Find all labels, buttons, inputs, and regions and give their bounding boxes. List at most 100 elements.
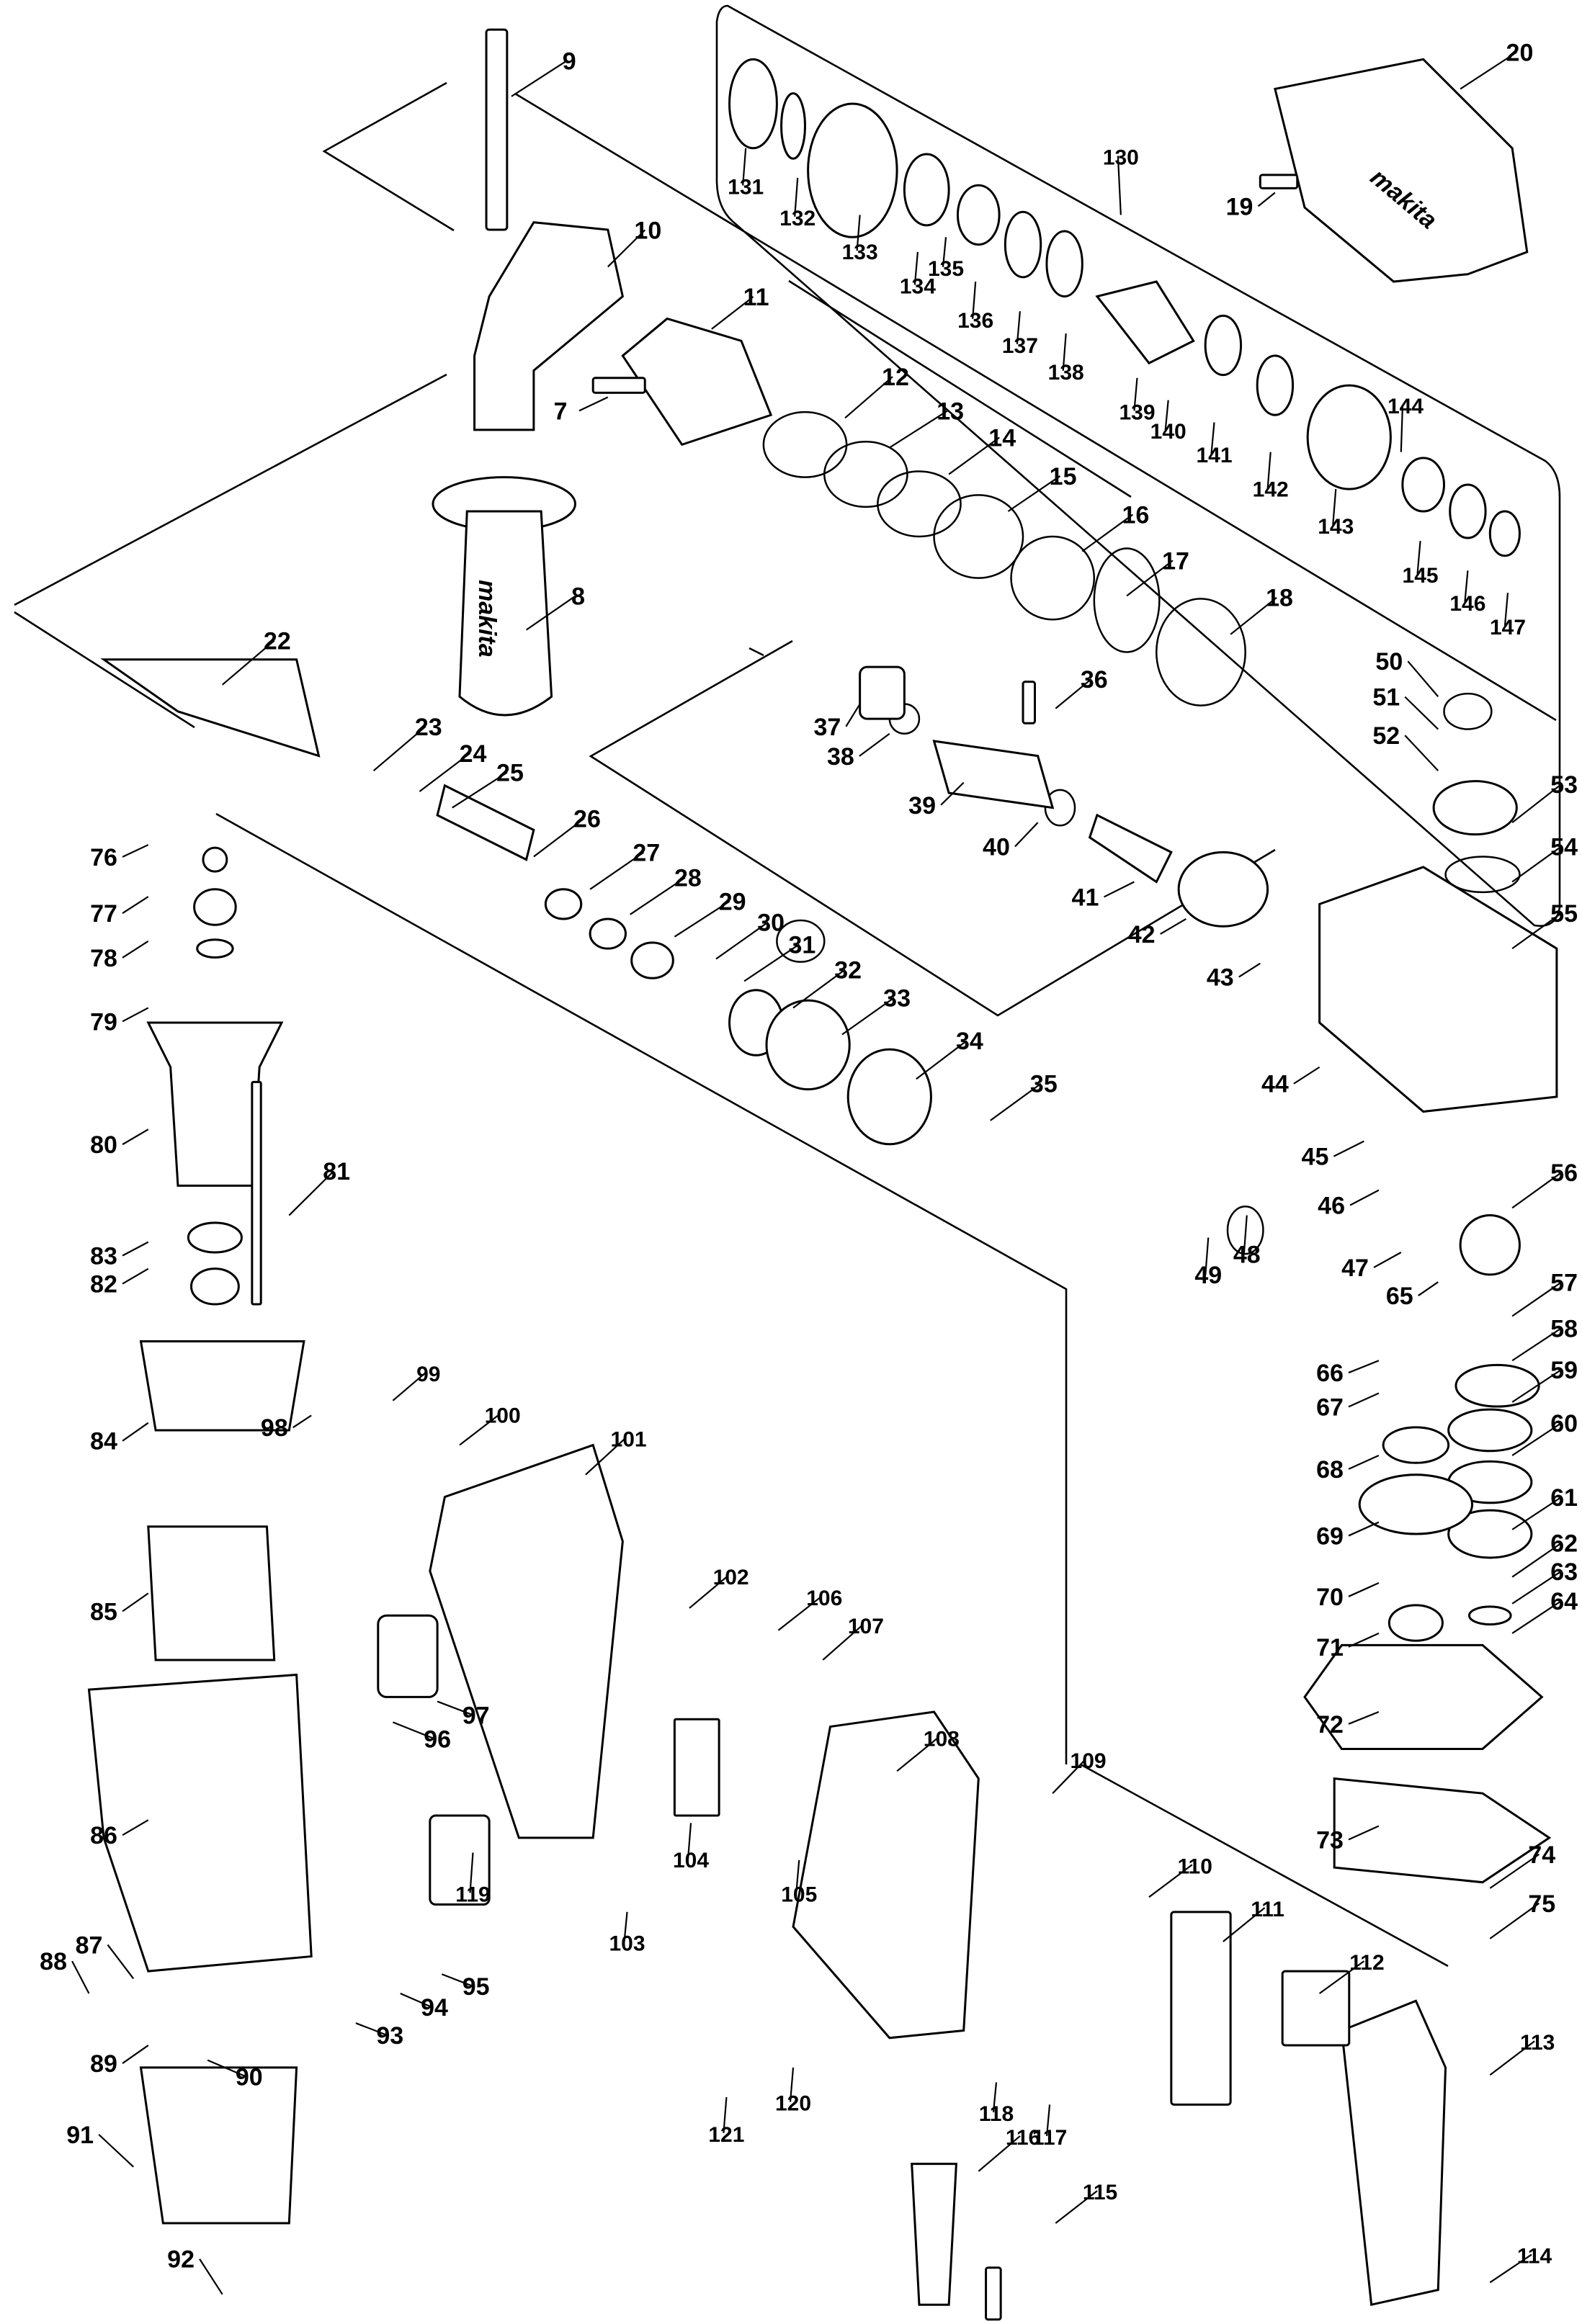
leader-line-96 [392, 1721, 435, 1740]
leader-line-130 [1117, 156, 1122, 215]
leader-line-97 [437, 1700, 474, 1716]
leader-line-42 [1160, 918, 1186, 935]
gear-stack-shape-5 [1467, 1605, 1512, 1626]
part-label-19: 19 [1226, 193, 1253, 220]
part-label-95: 95 [462, 1973, 490, 2001]
leader-line-35 [990, 1082, 1042, 1121]
part-label-101: 101 [611, 1428, 647, 1452]
leader-line-24 [419, 752, 471, 792]
part-label-103: 103 [609, 1932, 645, 1955]
bearing-77-shape [193, 888, 237, 926]
leader-line-37 [845, 703, 861, 727]
part-label-145: 145 [1403, 564, 1439, 588]
leader-line-104 [687, 1823, 692, 1859]
part-label-34: 34 [956, 1028, 983, 1055]
part-label-64: 64 [1550, 1588, 1578, 1615]
leader-line-13 [889, 410, 948, 449]
part-label-48: 48 [1233, 1241, 1261, 1268]
part-label-42: 42 [1128, 921, 1156, 948]
part-label-87: 87 [76, 1932, 103, 1959]
part-label-117: 117 [1032, 2126, 1067, 2150]
leader-line-85 [122, 1592, 149, 1612]
leader-line-11 [711, 296, 754, 330]
leader-line-102 [689, 1575, 729, 1609]
part-label-74: 74 [1528, 1841, 1555, 1869]
part-label-110: 110 [1178, 1854, 1212, 1878]
part-label-73: 73 [1316, 1826, 1344, 1854]
part-label-113: 113 [1520, 2031, 1555, 2055]
part-label-72: 72 [1316, 1711, 1344, 1738]
part-label-76: 76 [90, 844, 117, 871]
part-label-23: 23 [415, 714, 442, 741]
subassembly-part-shape-0 [728, 58, 778, 150]
leader-lines [71, 51, 1562, 2295]
leader-line-18 [1230, 596, 1277, 635]
part-label-137: 137 [1002, 334, 1038, 358]
leader-line-143 [1332, 489, 1337, 525]
spindle-part-shape-5 [846, 1048, 932, 1146]
leader-line-10 [607, 229, 646, 268]
leader-line-77 [122, 896, 149, 915]
part-label-96: 96 [424, 1726, 451, 1753]
part-label-37: 37 [813, 714, 841, 741]
part-label-91: 91 [66, 2122, 94, 2149]
ring-shape-5 [1093, 547, 1161, 653]
leader-line-9 [511, 60, 567, 97]
part-label-57: 57 [1550, 1270, 1578, 1297]
part-label-66: 66 [1316, 1360, 1344, 1387]
part-label-136: 136 [957, 309, 993, 333]
subassembly-part-shape-5 [1004, 210, 1042, 279]
part-label-24: 24 [460, 740, 487, 768]
ring-shape-10 [1226, 1205, 1264, 1255]
ring-shape-9 [776, 919, 826, 963]
leader-line-89 [122, 2045, 149, 2064]
part-label-51: 51 [1372, 684, 1400, 712]
part-label-59: 59 [1550, 1357, 1578, 1384]
leader-line-67 [1348, 1392, 1380, 1408]
leader-line-52 [1404, 735, 1439, 771]
leader-line-39 [940, 781, 965, 806]
part-label-15: 15 [1050, 463, 1077, 490]
subassembly-part-shape-12 [1488, 510, 1521, 557]
part-label-88: 88 [40, 1948, 67, 1975]
part-label-43: 43 [1207, 964, 1234, 992]
leader-line-105 [795, 1859, 800, 1893]
switch-holder-111-shape [1170, 1911, 1232, 2106]
leader-line-66 [1348, 1360, 1380, 1374]
leader-line-87 [107, 1944, 135, 1980]
part-labels: 7891011121314151617181920222324252627282… [40, 39, 1578, 2273]
leader-line-7 [578, 396, 609, 412]
screw-7-shape [591, 377, 646, 394]
subassembly-part-shape-10 [1401, 457, 1445, 513]
leader-line-110 [1148, 1864, 1193, 1898]
leader-line-38 [859, 732, 890, 757]
leader-line-82 [122, 1268, 149, 1285]
leader-line-49 [1205, 1237, 1210, 1275]
part-label-90: 90 [236, 2064, 263, 2091]
leader-line-135 [942, 237, 947, 267]
part-label-8: 8 [571, 583, 585, 611]
part-label-50: 50 [1375, 648, 1403, 676]
part-label-147: 147 [1490, 616, 1526, 640]
ring-shape-4 [1010, 535, 1096, 621]
leader-line-146 [1464, 570, 1469, 602]
leader-line-78 [122, 940, 149, 959]
subassembly-part-shape-11 [1449, 483, 1487, 539]
change-lever-97-shape [377, 1614, 439, 1698]
leader-line-43 [1238, 962, 1261, 978]
part-label-12: 12 [882, 364, 909, 391]
part-label-35: 35 [1030, 1071, 1058, 1098]
leader-line-100 [459, 1413, 501, 1446]
leader-line-95 [441, 1973, 474, 1988]
leader-line-26 [533, 817, 585, 858]
spindle-part-shape-0 [544, 888, 583, 920]
subassembly-part-shape-9 [1306, 384, 1392, 490]
handle-set-108-shape [792, 1710, 980, 2040]
part-label-41: 41 [1072, 884, 1099, 911]
part-label-116: 116 [1006, 2126, 1040, 2150]
part-label-33: 33 [883, 984, 911, 1012]
leader-line-118 [992, 2082, 998, 2113]
gear-stack-shape-6 [1382, 1426, 1450, 1464]
leader-line-140 [1164, 400, 1169, 431]
subassembly-part-shape-2 [807, 102, 898, 238]
